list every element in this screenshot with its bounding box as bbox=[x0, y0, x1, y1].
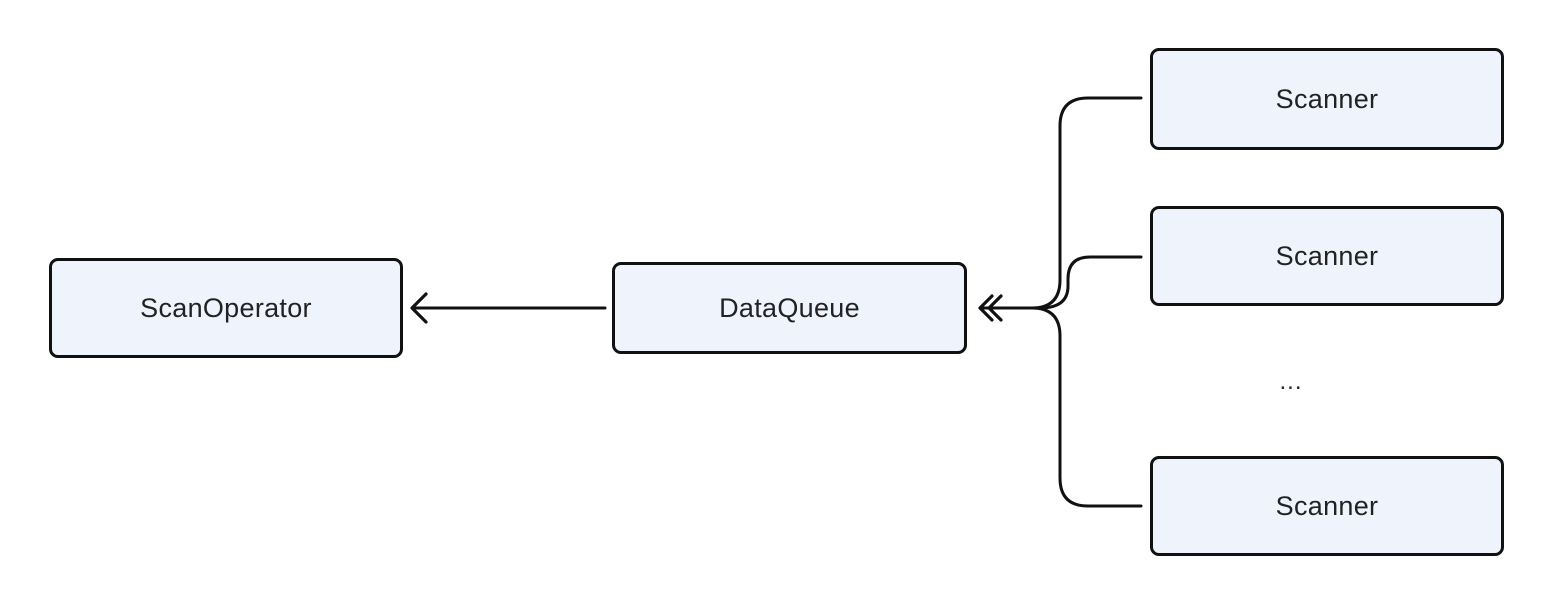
branch-scanner-3 bbox=[1030, 306, 1143, 508]
edge-scanners-to-dataqueue bbox=[978, 96, 1143, 508]
double-arrowhead-icon bbox=[978, 294, 994, 322]
double-arrowhead-icon bbox=[987, 294, 1003, 322]
node-label: Scanner bbox=[1275, 240, 1379, 271]
edge-dataqueue-to-scanoperator bbox=[410, 292, 607, 324]
node-scanner: Scanner bbox=[1150, 206, 1504, 306]
branch-scanner-2 bbox=[1038, 255, 1143, 310]
node-scan-operator: ScanOperator bbox=[49, 258, 403, 358]
node-label: ScanOperator bbox=[140, 292, 312, 323]
arrowhead-icon bbox=[410, 292, 428, 324]
node-label: Scanner bbox=[1275, 490, 1379, 521]
node-label: DataQueue bbox=[719, 292, 860, 323]
scanner-ellipsis: ... bbox=[1279, 368, 1303, 395]
branch-scanner-1 bbox=[1030, 96, 1143, 310]
node-scanner: Scanner bbox=[1150, 48, 1504, 150]
node-scanner: Scanner bbox=[1150, 456, 1504, 556]
node-data-queue: DataQueue bbox=[612, 262, 967, 354]
node-label: Scanner bbox=[1275, 83, 1379, 114]
